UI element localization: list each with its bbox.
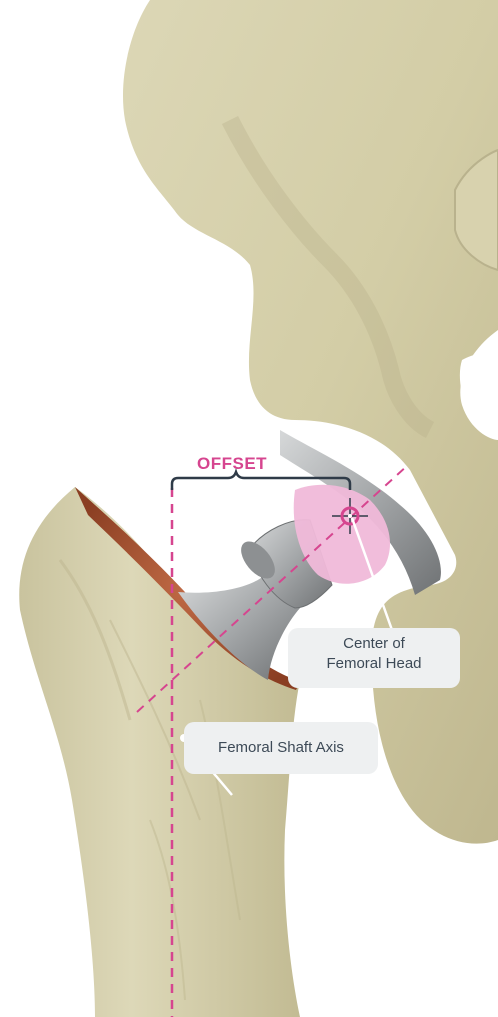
callout-center-line1: Center of [288,634,460,654]
center-of-femoral-head-callout: Center of Femoral Head [288,628,460,688]
offset-label: OFFSET [197,454,267,474]
femoral-shaft-axis-callout: Femoral Shaft Axis [184,722,378,774]
callout-center-line2: Femoral Head [288,654,460,674]
